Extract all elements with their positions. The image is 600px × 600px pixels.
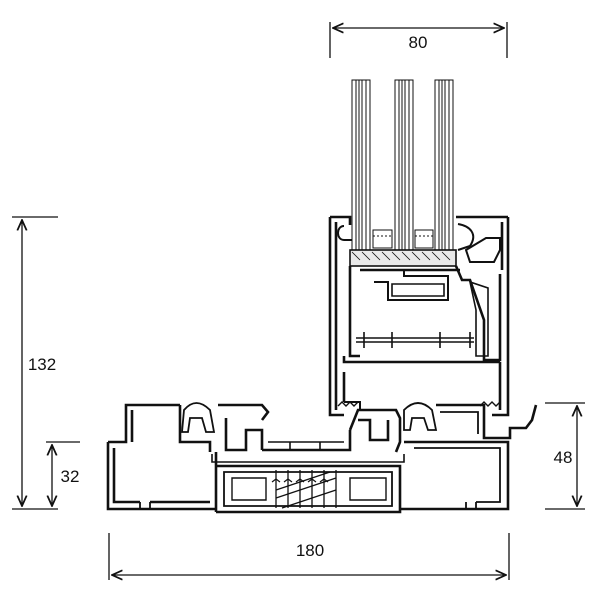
dimension-label-top-width: 80 (409, 33, 428, 52)
dimension-sill-height (545, 402, 585, 510)
glass-pane-middle (394, 79, 414, 251)
glazing-sealant (349, 249, 457, 267)
dimension-label-base-height: 32 (61, 467, 80, 486)
dimension-label-total-height: 132 (28, 355, 56, 374)
dimension-total-height (12, 216, 58, 510)
glass-pane-outer (351, 79, 371, 251)
dimension-base-height (46, 441, 80, 506)
dimension-top-width (329, 22, 508, 58)
dimension-label-sill-height: 48 (554, 448, 573, 467)
glass-pane-inner (434, 79, 454, 251)
dimension-total-width (108, 533, 510, 580)
sash-frame-profile (328, 215, 510, 417)
glazing-spacers (372, 229, 434, 249)
base-frame-profile (106, 402, 538, 514)
dimension-label-total-width: 180 (296, 541, 324, 560)
triple-glazing-unit (349, 79, 457, 267)
